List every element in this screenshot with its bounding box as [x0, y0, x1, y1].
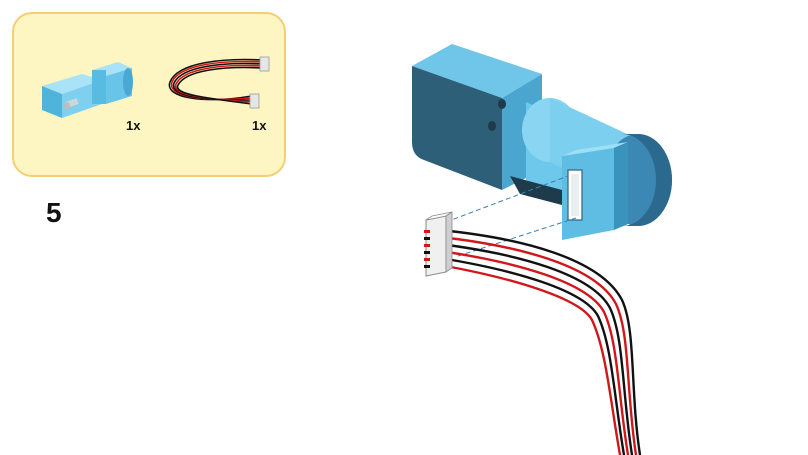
- assembly-illustration: [400, 30, 700, 455]
- gear-motor-icon: [36, 48, 136, 124]
- ribbon-cable-icon: [164, 52, 274, 118]
- step-number: 5: [46, 197, 62, 228]
- parts-list-panel: 1x 1x: [12, 12, 286, 177]
- alignment-line-top: [445, 175, 569, 223]
- gear-motor-large: [412, 44, 672, 240]
- cable-quantity: 1x: [252, 118, 267, 133]
- ribbon-cable-large: [424, 211, 642, 455]
- motor-quantity: 1x: [126, 118, 141, 133]
